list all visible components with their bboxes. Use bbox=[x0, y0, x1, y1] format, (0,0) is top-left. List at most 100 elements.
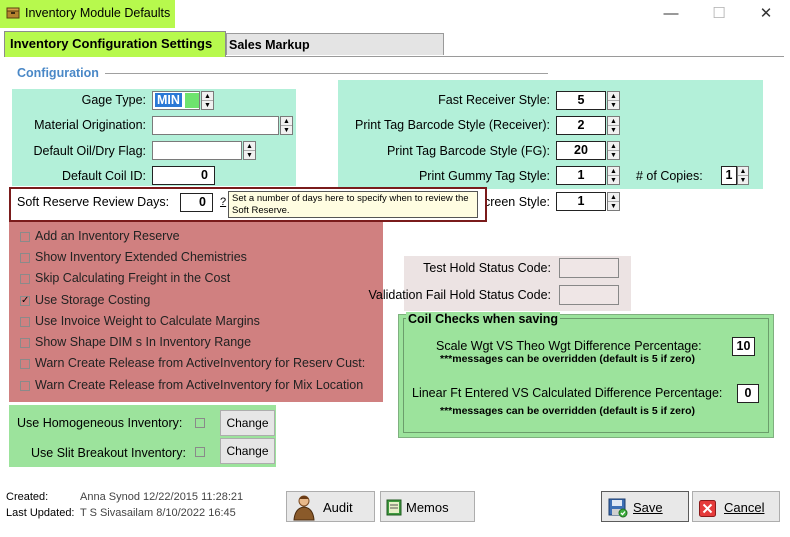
coil-checks-title: Coil Checks when saving bbox=[406, 312, 561, 326]
homogeneous-checkbox[interactable] bbox=[195, 418, 205, 428]
spin-up-icon[interactable]: ▲ bbox=[608, 193, 619, 202]
default-oil-dry-flag-spinner[interactable]: ▲▼ bbox=[243, 141, 256, 160]
validation-fail-hold-label: Validation Fail Hold Status Code: bbox=[368, 288, 551, 302]
checkbox-box[interactable] bbox=[20, 253, 30, 263]
spin-down-icon[interactable]: ▼ bbox=[610, 177, 617, 184]
spin-down-icon[interactable]: ▼ bbox=[610, 203, 617, 210]
coil-checks-panel bbox=[398, 314, 774, 438]
linear-ft-label: Linear Ft Entered VS Calculated Differen… bbox=[412, 386, 723, 400]
checkbox-box[interactable] bbox=[20, 381, 30, 391]
fast-receiver-style-label: Fast Receiver Style: bbox=[438, 93, 550, 107]
linear-ft-input[interactable]: 0 bbox=[737, 384, 759, 403]
tab-sales-markup[interactable]: Sales Markup bbox=[226, 33, 444, 55]
gage-type-accent bbox=[185, 93, 199, 108]
help-icon[interactable]: ? bbox=[220, 196, 227, 208]
spin-down-icon[interactable]: ▼ bbox=[610, 102, 617, 109]
spin-up-icon[interactable]: ▲ bbox=[608, 117, 619, 126]
close-button[interactable]: ✕ bbox=[759, 5, 773, 22]
slit-breakout-checkbox[interactable] bbox=[195, 447, 205, 457]
spin-up-icon[interactable]: ▲ bbox=[608, 92, 619, 101]
checkbox-box[interactable] bbox=[20, 274, 30, 284]
print-gummy-tag-style-spinner[interactable]: ▲▼ bbox=[607, 166, 620, 185]
spin-up-icon[interactable]: ▲ bbox=[738, 168, 748, 176]
configuration-section-label: Configuration bbox=[17, 66, 99, 80]
slit-breakout-change-button[interactable]: Change bbox=[220, 438, 275, 464]
right-config-panel bbox=[338, 80, 763, 189]
slit-breakout-label: Use Slit Breakout Inventory: bbox=[31, 446, 186, 460]
minimize-button[interactable]: — bbox=[663, 5, 679, 22]
screen-style-spinner[interactable]: ▲▼ bbox=[607, 192, 620, 211]
spin-up-icon[interactable]: ▲ bbox=[202, 92, 213, 101]
save-disk-icon bbox=[608, 498, 628, 521]
fast-receiver-style-spinner[interactable]: ▲▼ bbox=[607, 91, 620, 110]
test-hold-status-input[interactable] bbox=[559, 258, 619, 278]
spin-down-icon[interactable]: ▼ bbox=[246, 152, 253, 159]
created-label: Created: bbox=[6, 491, 49, 503]
spin-up-icon[interactable]: ▲ bbox=[281, 117, 292, 126]
print-tag-barcode-fg-label: Print Tag Barcode Style (FG): bbox=[386, 144, 550, 158]
copies-label: # of Copies: bbox=[636, 169, 703, 183]
created-value: Anna Synod 12/22/2015 11:28:21 bbox=[80, 491, 244, 503]
cancel-x-icon bbox=[699, 500, 716, 520]
checkbox-box[interactable] bbox=[20, 232, 30, 242]
gage-type-value: MIN bbox=[155, 93, 182, 107]
spin-down-icon[interactable]: ▼ bbox=[739, 177, 747, 184]
checkbox-box[interactable] bbox=[20, 359, 30, 369]
scale-wgt-label: Scale Wgt VS Theo Wgt Difference Percent… bbox=[436, 339, 702, 353]
save-button[interactable]: Save bbox=[601, 491, 689, 522]
fast-receiver-style-input[interactable]: 5 bbox=[556, 91, 606, 110]
last-updated-value: T S Sivasailam 8/10/2022 16:45 bbox=[80, 507, 236, 519]
spin-up-icon[interactable]: ▲ bbox=[608, 167, 619, 176]
checkmark-icon[interactable]: ✓ bbox=[20, 295, 30, 306]
coil-checks-groupbox bbox=[403, 318, 769, 433]
homogeneous-label: Use Homogeneous Inventory: bbox=[17, 416, 183, 430]
print-gummy-tag-style-label: Print Gummy Tag Style: bbox=[418, 169, 550, 183]
screen-style-label: Screen Style: bbox=[475, 195, 550, 209]
audit-button[interactable]: Audit bbox=[286, 491, 375, 522]
auditor-icon bbox=[290, 493, 318, 524]
gage-type-select[interactable]: MIN bbox=[152, 91, 200, 110]
spin-up-icon[interactable]: ▲ bbox=[244, 142, 255, 151]
memos-button[interactable]: Memos bbox=[380, 491, 475, 522]
spin-up-icon[interactable]: ▲ bbox=[608, 142, 619, 151]
spin-down-icon[interactable]: ▼ bbox=[610, 152, 617, 159]
material-origination-label: Material Origination: bbox=[34, 118, 146, 132]
scale-wgt-input[interactable]: 10 bbox=[732, 337, 755, 356]
checkbox-box[interactable] bbox=[20, 317, 30, 327]
print-tag-barcode-receiver-label: Print Tag Barcode Style (Receiver): bbox=[355, 118, 550, 132]
spin-down-icon[interactable]: ▼ bbox=[204, 102, 211, 109]
soft-reserve-input[interactable]: 0 bbox=[180, 193, 213, 212]
copies-spinner[interactable]: ▲▼ bbox=[737, 166, 749, 185]
print-gummy-tag-style-input[interactable]: 1 bbox=[556, 166, 606, 185]
spin-down-icon[interactable]: ▼ bbox=[283, 127, 290, 134]
memo-book-icon bbox=[385, 499, 403, 519]
cancel-button[interactable]: Cancel bbox=[692, 491, 780, 522]
gage-type-label: Gage Type: bbox=[81, 93, 146, 107]
default-oil-dry-flag-select[interactable] bbox=[152, 141, 242, 160]
copies-input[interactable]: 1 bbox=[721, 166, 737, 185]
material-origination-spinner[interactable]: ▲▼ bbox=[280, 116, 293, 135]
title-highlight bbox=[0, 0, 175, 28]
soft-reserve-tooltip: Set a number of days here to specify whe… bbox=[228, 191, 478, 218]
tab-inventory-configuration[interactable]: Inventory Configuration Settings bbox=[4, 31, 226, 57]
screen-style-input[interactable]: 1 bbox=[556, 192, 606, 211]
default-oil-dry-flag-label: Default Oil/Dry Flag: bbox=[33, 144, 146, 158]
print-tag-barcode-receiver-spinner[interactable]: ▲▼ bbox=[607, 116, 620, 135]
homogeneous-change-button[interactable]: Change bbox=[220, 410, 275, 436]
soft-reserve-label: Soft Reserve Review Days: bbox=[17, 195, 170, 209]
maximize-button[interactable]: ☐ bbox=[712, 5, 726, 22]
material-origination-select[interactable] bbox=[152, 116, 279, 135]
print-tag-barcode-fg-spinner[interactable]: ▲▼ bbox=[607, 141, 620, 160]
validation-fail-hold-input[interactable] bbox=[559, 285, 619, 305]
tab-strip-line bbox=[4, 56, 784, 57]
checkbox-box[interactable] bbox=[20, 338, 30, 348]
test-hold-status-label: Test Hold Status Code: bbox=[423, 261, 551, 275]
default-coil-id-input[interactable]: 0 bbox=[152, 166, 215, 185]
spin-down-icon[interactable]: ▼ bbox=[610, 127, 617, 134]
app-icon bbox=[6, 6, 20, 19]
gage-type-spinner[interactable]: ▲▼ bbox=[201, 91, 214, 110]
print-tag-barcode-fg-input[interactable]: 20 bbox=[556, 141, 606, 160]
print-tag-barcode-receiver-input[interactable]: 2 bbox=[556, 116, 606, 135]
options-panel bbox=[9, 222, 383, 402]
default-coil-id-label: Default Coil ID: bbox=[61, 169, 146, 183]
